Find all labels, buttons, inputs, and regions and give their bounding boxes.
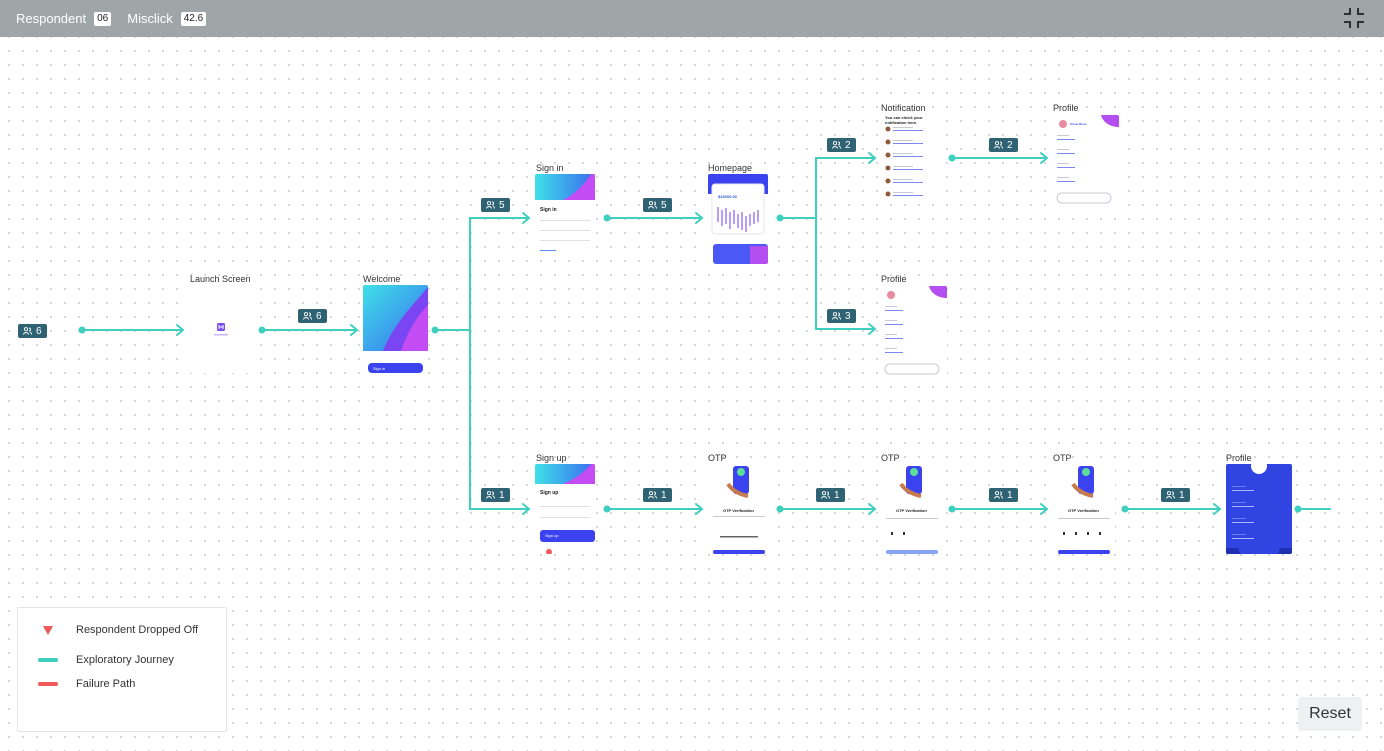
journey-canvas[interactable]: 6 6 5 5 2 2 3 1 1 1 1 1 Launch Screen We… [0, 37, 1384, 751]
screen-otp-1[interactable]: OTP Verification [708, 464, 770, 554]
otp-title: OTP Verification [723, 508, 754, 513]
signup-button[interactable]: Sign up [545, 533, 559, 538]
screen-signup[interactable]: Sign up Sign up [535, 464, 595, 554]
count-value: 6 [36, 325, 42, 337]
label-otp-1: OTP [708, 453, 727, 463]
signup-title: Sign up [540, 490, 559, 496]
label-homepage: Homepage [708, 163, 753, 173]
respondent-label: Respondent [16, 11, 87, 26]
count-value: 2 [1007, 139, 1013, 151]
label-profile-end: Profile [1226, 453, 1252, 463]
screen-profile-mid[interactable] [881, 286, 947, 378]
count-welcome-signup: 1 [481, 488, 510, 502]
count-signup-otp: 1 [643, 488, 672, 502]
users-icon [994, 141, 1003, 149]
otp-title: OTP Verification [896, 508, 927, 513]
count-otp-profile: 1 [1161, 488, 1190, 502]
count-signin-home: 5 [643, 198, 672, 212]
users-icon [648, 201, 657, 209]
legend-exploratory-label: Exploratory Journey [76, 654, 174, 666]
label-launch: Launch Screen [190, 274, 251, 284]
legend-exploratory: Exploratory Journey [38, 654, 174, 666]
users-icon [486, 491, 495, 499]
label-profile-mid: Profile [881, 274, 907, 284]
count-value: 1 [661, 489, 667, 501]
edge-to-profile-mid [815, 217, 875, 330]
count-value: 1 [1007, 489, 1013, 501]
count-home-profile: 3 [827, 309, 856, 323]
screen-profile-end[interactable] [1226, 464, 1292, 554]
profile-name: Amos Rose [1070, 122, 1087, 126]
screen-signin[interactable]: Sign in [535, 174, 595, 254]
welcome-signin-button[interactable]: Sign in [373, 366, 386, 371]
count-welcome-signin: 5 [481, 198, 510, 212]
failure-swatch [38, 682, 58, 686]
legend-failure: Failure Path [38, 678, 135, 690]
edge-to-signin [469, 217, 529, 331]
respondent-stat: Respondent 06 [16, 11, 112, 26]
screen-welcome[interactable]: Sign in [363, 285, 428, 377]
count-value: 5 [661, 199, 667, 211]
edge-to-notification [815, 157, 875, 219]
count-value: 1 [499, 489, 505, 501]
screen-otp-2[interactable]: OTP Verification [881, 464, 943, 554]
screen-profile-top[interactable]: Amos Rose [1053, 115, 1119, 207]
legend-failure-label: Failure Path [76, 678, 136, 690]
users-icon [303, 312, 312, 320]
label-otp-3: OTP [1053, 453, 1072, 463]
users-icon [832, 312, 841, 320]
users-icon [832, 141, 841, 149]
home-balance: $43000.00 [718, 194, 737, 199]
notification-heading: You can check your notification here. [885, 115, 923, 125]
signin-title: Sign in [540, 207, 557, 213]
screen-homepage[interactable]: $43000.00 [708, 174, 768, 264]
count-value: 1 [834, 489, 840, 501]
count-value: 5 [499, 199, 505, 211]
legend-dropped-label: Respondent Dropped Off [76, 624, 199, 636]
exploratory-swatch [38, 658, 58, 662]
misclick-stat: Misclick 42.6 [127, 11, 207, 26]
users-icon [821, 491, 830, 499]
screen-notification[interactable]: You can check your notification here. [881, 115, 943, 201]
label-signup: Sign up [536, 453, 567, 463]
count-otp-otp-b: 1 [989, 488, 1018, 502]
label-welcome: Welcome [363, 274, 401, 284]
count-notification-profile: 2 [989, 138, 1018, 152]
screen-launch[interactable] [190, 287, 250, 373]
users-icon [23, 327, 32, 335]
count-launch-welcome: 6 [298, 309, 327, 323]
label-profile-top: Profile [1053, 103, 1079, 113]
count-start: 6 [18, 324, 47, 338]
label-notification: Notification [881, 103, 926, 113]
top-bar: Respondent 06 Misclick 42.6 [0, 0, 1384, 37]
label-signin: Sign in [536, 163, 564, 173]
collapse-icon[interactable] [1342, 6, 1366, 30]
count-value: 6 [316, 310, 322, 322]
count-value: 1 [1179, 489, 1185, 501]
legend-dropped: Respondent Dropped Off [38, 624, 198, 636]
reset-button[interactable]: Reset [1298, 697, 1362, 731]
journey-edges [78, 152, 1331, 515]
screen-otp-3[interactable]: OTP Verification [1053, 464, 1115, 554]
otp-title: OTP Verification [1068, 508, 1099, 513]
misclick-value: 42.6 [180, 11, 207, 26]
edge-to-signup [469, 329, 529, 510]
users-icon [994, 491, 1003, 499]
count-value: 2 [845, 139, 851, 151]
users-icon [648, 491, 657, 499]
count-otp-otp-a: 1 [816, 488, 845, 502]
dropped-off-icon [43, 625, 53, 635]
respondent-count: 06 [94, 11, 112, 26]
label-otp-2: OTP [881, 453, 900, 463]
users-icon [1166, 491, 1175, 499]
users-icon [486, 201, 495, 209]
misclick-label: Misclick [127, 11, 173, 26]
legend: Respondent Dropped Off Exploratory Journ… [17, 607, 227, 732]
count-home-notification: 2 [827, 138, 856, 152]
count-value: 3 [845, 310, 851, 322]
